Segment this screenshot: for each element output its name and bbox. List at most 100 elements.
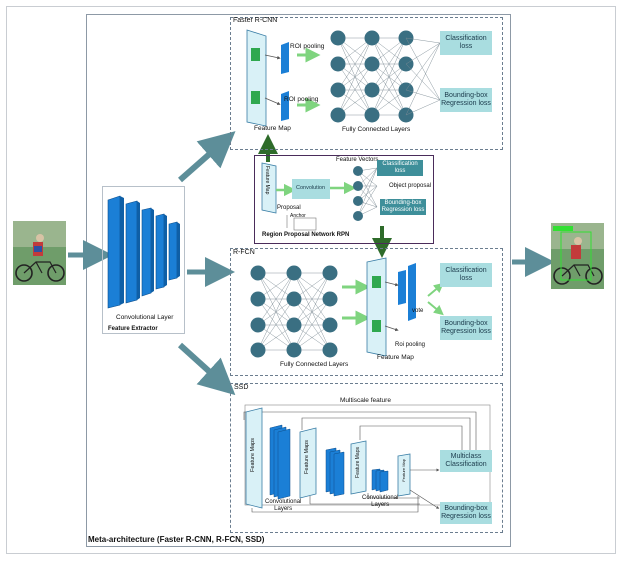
- rfcn-node: [322, 265, 338, 281]
- rpn-node: [353, 166, 363, 176]
- rpn-output-edge: [357, 170, 378, 208]
- faster-rcnn-loss-edge: [405, 42, 441, 116]
- rfcn-node: [250, 317, 266, 333]
- ssd-panel: [230, 383, 503, 533]
- arrow-to-faster-rcnn: [178, 131, 236, 183]
- ssd-feature-maps-2: Feature Maps: [304, 440, 310, 474]
- rfcn-panel: [230, 248, 503, 376]
- rfcn-node: [250, 342, 266, 358]
- feature-extractor-blocks: [107, 195, 180, 309]
- faster-rcnn-loss-edge: [405, 99, 441, 116]
- outer-frame: [6, 6, 616, 554]
- faster-rcnn-edge: [371, 37, 407, 91]
- rpn-convolution-label: Convolution: [296, 185, 326, 191]
- faster-rcnn-node: [364, 30, 380, 46]
- faster-rcnn-loss-edge: [405, 42, 441, 65]
- faster-rcnn-graphics: [246, 29, 441, 127]
- rfcn-edge: [293, 272, 331, 351]
- faster-rcnn-node: [330, 56, 346, 72]
- rfcn-classification-loss: Classification loss: [440, 263, 492, 287]
- rfcn-feature-map-label: Feature Map: [377, 354, 414, 361]
- faster-rcnn-node: [364, 107, 380, 123]
- faster-rcnn-edge: [337, 63, 373, 116]
- faster-rcnn-node: [364, 56, 380, 72]
- ssd-conv-layers-1: Convolutional Layers: [265, 499, 302, 513]
- rfcn-vote-label: vote: [412, 308, 424, 314]
- rfcn-node: [286, 342, 302, 358]
- rpn-node: [353, 211, 363, 221]
- rpn-bbox-loss: Bounding-box Regression loss: [380, 199, 426, 215]
- rfcn-roi-pooling-label: Roi pooling: [395, 342, 426, 348]
- rfcn-node: [286, 291, 302, 307]
- faster-rcnn-edge: [371, 37, 407, 116]
- ssd-feature-maps-1: Feature Maps: [250, 438, 256, 472]
- rfcn-graphics: [250, 257, 444, 358]
- faster-rcnn-loss-edge: [405, 63, 441, 101]
- rfcn-node: [322, 291, 338, 307]
- ssd-multiscale-label: Multiscale feature: [340, 397, 391, 404]
- meta-architecture-caption: Meta-architecture (Faster R-CNN, R-FCN, …: [88, 535, 265, 544]
- feature-extractor-label: Feature Extractor: [108, 326, 158, 332]
- input-image: [13, 221, 66, 285]
- faster-rcnn-title: Faster R-CNN: [233, 17, 278, 24]
- rfcn-edge: [257, 272, 295, 326]
- rfcn-title: R-FCN: [233, 249, 255, 256]
- rpn-output-edge: [357, 185, 378, 217]
- faster-rcnn-loss-edge: [405, 37, 441, 44]
- rpn-feature-map-label: Feature Map: [264, 166, 270, 195]
- roi-pooling-top-label: ROI pooling: [290, 43, 325, 50]
- faster-rcnn-panel: [230, 17, 503, 150]
- ssd-title: SSD: [234, 384, 249, 391]
- faster-rcnn-edge: [337, 37, 373, 116]
- rpn-classification-loss: Classification loss: [377, 160, 423, 176]
- faster-rcnn-loss-edge: [405, 89, 441, 101]
- extractor-box: [102, 186, 185, 334]
- rpn-panel: [254, 155, 434, 244]
- faster-rcnn-edge: [371, 63, 407, 116]
- rfcn-node: [250, 291, 266, 307]
- faster-rcnn-loss-edge: [405, 37, 441, 101]
- ssd-multiclass-box: Multiclass Classification: [440, 450, 492, 472]
- rfcn-edge: [257, 272, 295, 351]
- rpn-object-proposal-label: Object proposal: [389, 183, 432, 189]
- faster-rcnn-feature-map-label: Feature Map: [254, 125, 291, 132]
- rpn-convolution-box: [292, 179, 330, 199]
- meta-architecture-frame: [86, 14, 511, 547]
- faster-rcnn-bbox-loss: Bounding-box Regression loss: [440, 88, 492, 112]
- faster-rcnn-classification-loss: Classification loss: [440, 31, 492, 55]
- rfcn-edge: [293, 272, 331, 326]
- roi-pooling-bottom-label: ROI pooling: [284, 96, 319, 103]
- ssd-bbox-loss: Bounding-box Regression loss: [440, 502, 492, 524]
- ssd-feature-map-small: Feature Map: [401, 459, 406, 482]
- rpn-feature-vectors-label: Feature Vectors: [336, 157, 379, 163]
- rfcn-bbox-loss: Bounding-box Regression loss: [440, 316, 492, 340]
- arrow-to-ssd: [177, 342, 236, 396]
- rpn-output-edge: [357, 167, 378, 217]
- rpn-proposal-label: Proposal: [277, 205, 301, 211]
- rpn-anchor-label: Anchor: [290, 213, 306, 219]
- faster-rcnn-loss-edge: [405, 42, 441, 91]
- ssd-feature-maps-3: Feature Maps: [355, 447, 361, 478]
- rfcn-node: [250, 265, 266, 281]
- output-image: [551, 223, 604, 289]
- rfcn-node: [286, 317, 302, 333]
- faster-rcnn-node: [364, 82, 380, 98]
- rpn-node: [353, 196, 363, 206]
- rfcn-node: [286, 265, 302, 281]
- rpn-graphics: [261, 162, 378, 231]
- conv-layer-label: Convolutional Layer: [116, 314, 174, 321]
- faster-rcnn-node: [330, 107, 346, 123]
- rpn-title: Region Proposal Network RPN: [262, 232, 350, 238]
- rfcn-node: [322, 342, 338, 358]
- rfcn-fc-label: Fully Connected Layers: [280, 361, 349, 368]
- faster-rcnn-edge: [337, 37, 373, 91]
- ssd-conv-layers-2: Convolutional Layers: [362, 495, 399, 509]
- faster-rcnn-node: [330, 30, 346, 46]
- rpn-node: [353, 181, 363, 191]
- rpn-output-edge: [357, 167, 378, 202]
- faster-rcnn-node: [330, 82, 346, 98]
- ssd-graphics: [243, 404, 491, 513]
- rfcn-edge: [257, 298, 295, 351]
- rfcn-node: [322, 317, 338, 333]
